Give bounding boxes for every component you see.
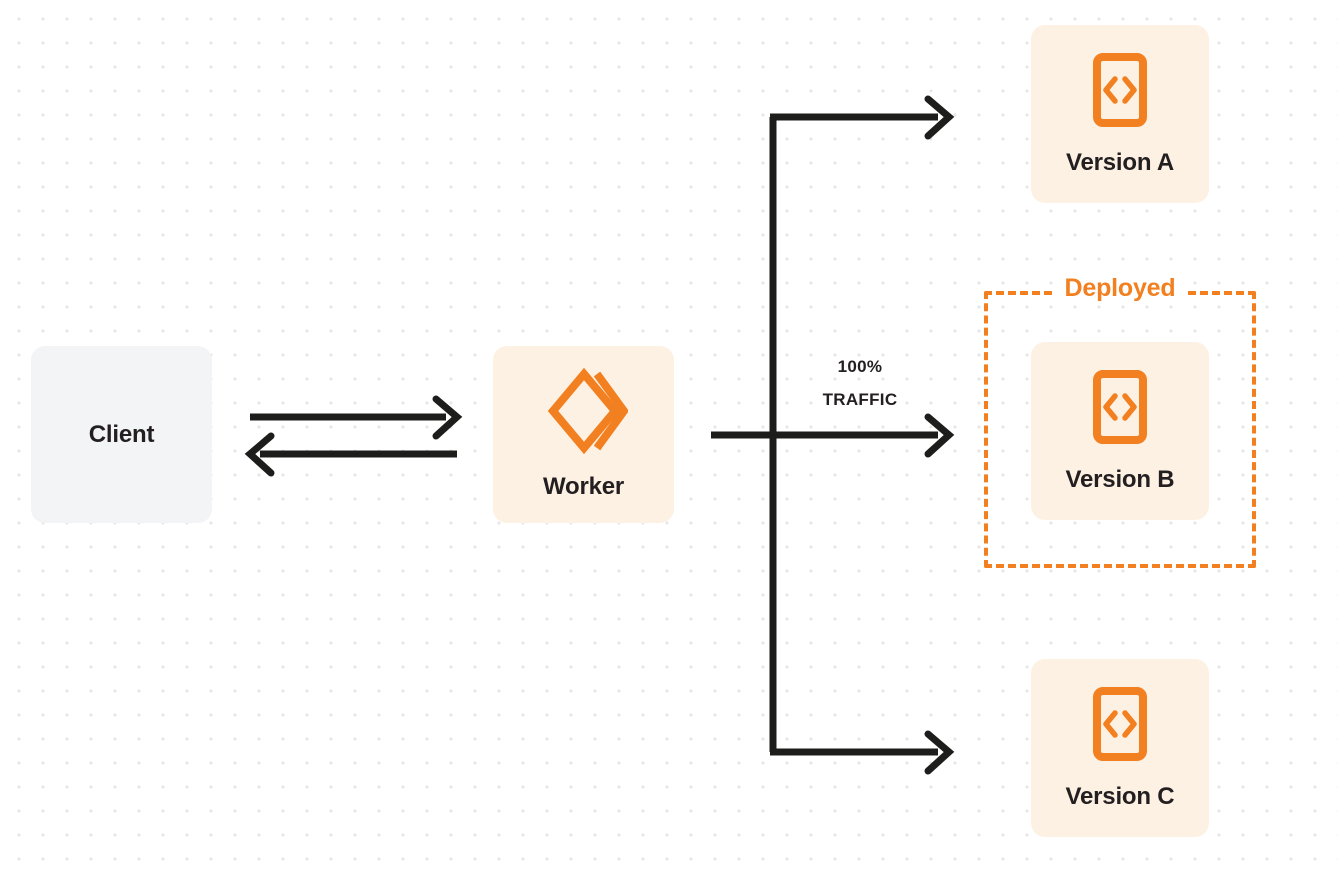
node-version-c[interactable]: Version C — [1031, 659, 1209, 837]
node-version-b-label: Version B — [1065, 465, 1175, 493]
node-worker-label: Worker — [542, 473, 625, 500]
deployed-group-label: Deployed — [1054, 274, 1186, 303]
code-document-icon — [1092, 369, 1148, 450]
node-version-c-label: Version C — [1065, 782, 1175, 810]
traffic-label: 100% TRAFFIC — [782, 350, 938, 416]
code-document-icon — [1092, 52, 1148, 133]
edge-worker-to-version-b — [711, 413, 955, 458]
node-client[interactable]: Client — [31, 346, 212, 523]
traffic-caption: TRAFFIC — [822, 390, 898, 410]
cloudflare-workers-logo-icon — [540, 367, 629, 459]
node-client-label: Client — [88, 420, 155, 448]
edge-client-to-worker — [250, 395, 463, 440]
node-version-b[interactable]: Version B — [1031, 342, 1209, 520]
edge-worker-to-client — [244, 432, 457, 477]
node-version-a-label: Version A — [1065, 148, 1175, 176]
node-worker[interactable]: Worker — [493, 346, 674, 523]
deployed-group: Deployed — [984, 274, 1256, 568]
node-version-a[interactable]: Version A — [1031, 25, 1209, 203]
code-document-icon — [1092, 686, 1148, 767]
edge-worker-to-version-a — [770, 95, 955, 140]
edge-worker-to-version-c — [770, 730, 955, 775]
traffic-percent: 100% — [837, 357, 883, 376]
